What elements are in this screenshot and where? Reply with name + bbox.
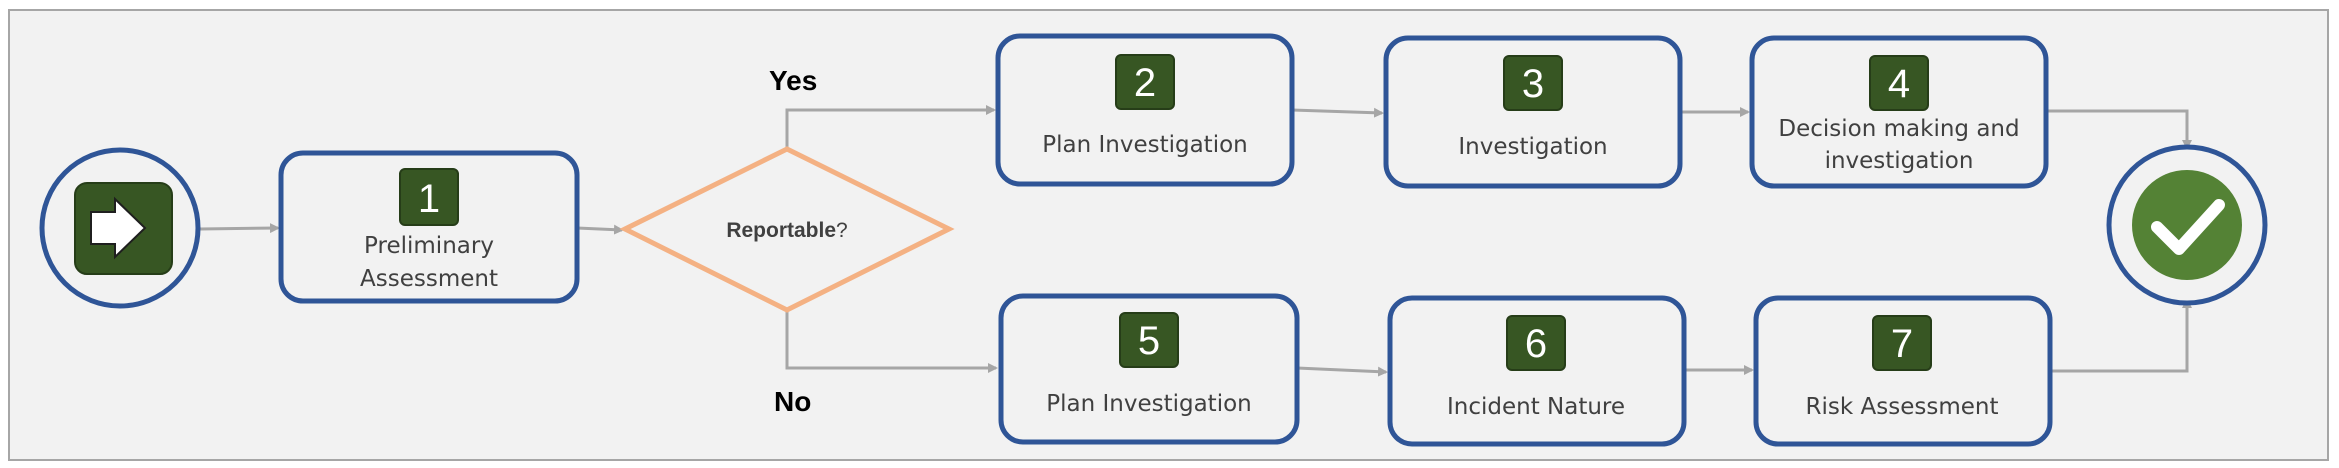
connectors bbox=[199, 105, 2192, 377]
step-7: 7 Risk Assessment bbox=[1753, 295, 2053, 447]
connector-no-branch bbox=[785, 310, 998, 373]
end-check-disc bbox=[2132, 170, 2242, 280]
step-number: 3 bbox=[1522, 62, 1544, 106]
yes-branch-label: Yes bbox=[769, 65, 817, 96]
start-node bbox=[39, 147, 201, 309]
step-box bbox=[998, 293, 1300, 445]
connector-step-4-to-end bbox=[2046, 109, 2192, 150]
step-number: 1 bbox=[418, 177, 440, 221]
step-box bbox=[278, 150, 580, 304]
decision-node: Reportable? bbox=[619, 146, 955, 313]
decision-label-bold: Reportable bbox=[726, 219, 836, 242]
step-3: 3 Investigation bbox=[1383, 35, 1683, 189]
step-label-line-1: Risk Assessment bbox=[1806, 394, 1999, 420]
step-label-line-1: Plan Investigation bbox=[1042, 132, 1248, 158]
connector-step-5-to-step-6 bbox=[1296, 366, 1388, 377]
checkmark-icon bbox=[2151, 199, 2225, 255]
decision-label: Reportable? bbox=[726, 219, 847, 242]
connector-step-7-to-end bbox=[2050, 298, 2192, 373]
step-2: 2 Plan Investigation bbox=[995, 33, 1295, 187]
step-number-badge bbox=[1506, 315, 1566, 371]
step-label-line-1: Decision making and bbox=[1778, 116, 2019, 142]
connector-step-2-to-step-3 bbox=[1291, 107, 1384, 118]
step-box bbox=[1383, 35, 1683, 189]
step-label-line-1: Plan Investigation bbox=[1046, 391, 1252, 417]
step-number-badge bbox=[1119, 312, 1179, 368]
step-6: 6 Incident Nature bbox=[1387, 295, 1687, 447]
step-number-badge bbox=[1869, 55, 1929, 111]
step-number-badge bbox=[399, 168, 459, 226]
connector-step-1-to-decision bbox=[576, 224, 624, 235]
step-label-line-1: Incident Nature bbox=[1447, 394, 1625, 420]
step-1: 1 Preliminary Assessment bbox=[278, 150, 580, 304]
decision-diamond bbox=[619, 146, 955, 313]
step-number-badge bbox=[1115, 54, 1175, 110]
right-arrow-icon bbox=[90, 196, 147, 260]
step-number-badge bbox=[1872, 315, 1932, 371]
step-number: 4 bbox=[1888, 62, 1910, 106]
step-box bbox=[1749, 35, 2049, 189]
step-label-line-2: investigation bbox=[1825, 148, 1974, 174]
step-4: 4 Decision making and investigation bbox=[1749, 35, 2049, 189]
step-label-line-1: Investigation bbox=[1458, 134, 1607, 160]
connector-start-to-step-1 bbox=[199, 223, 280, 234]
step-number: 6 bbox=[1525, 322, 1547, 366]
step-number: 7 bbox=[1891, 322, 1913, 366]
end-node bbox=[2106, 144, 2268, 306]
step-label-line-1: Preliminary bbox=[364, 233, 494, 259]
step-label-line-2: Assessment bbox=[360, 266, 498, 292]
step-number: 5 bbox=[1138, 319, 1160, 363]
step-number-badge bbox=[1503, 55, 1563, 111]
connector-yes-branch bbox=[785, 105, 996, 148]
no-branch-label: No bbox=[774, 386, 811, 417]
step-number: 2 bbox=[1134, 61, 1156, 105]
decision-label-rest: ? bbox=[836, 219, 848, 242]
step-5: 5 Plan Investigation bbox=[998, 293, 1300, 445]
